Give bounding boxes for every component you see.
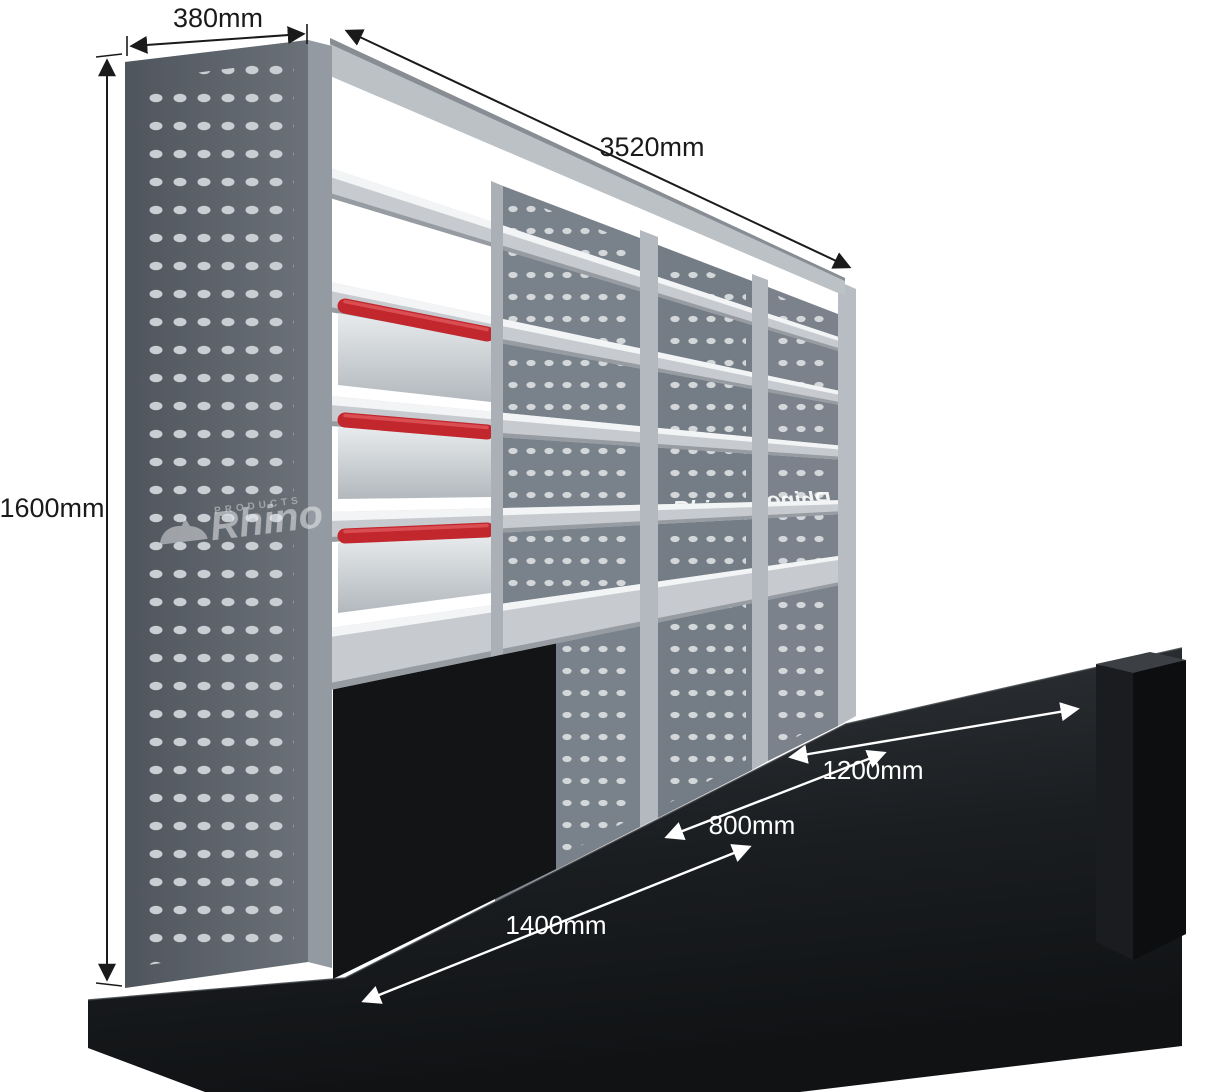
red-shelf-lip-2-highlight — [343, 413, 489, 430]
bay1-shelves — [337, 298, 495, 613]
shelf-band-bottom — [330, 555, 845, 690]
shelf-fascia-2 — [338, 427, 491, 499]
upright-post-2 — [640, 230, 658, 827]
dim-depth: 380mm — [126, 3, 308, 56]
wheel-arch-top — [1096, 652, 1186, 673]
end-panel-perforations — [141, 60, 294, 966]
dim-bay2: 800mm — [664, 749, 887, 841]
red-shelf-lip-1-highlight — [343, 299, 489, 332]
dim-bay2-label: 800mm — [709, 810, 796, 840]
red-shelf-lip-2 — [337, 412, 495, 440]
red-shelf-lip-1 — [337, 298, 495, 342]
left-end-panel: PRODUCTS Rhino — [125, 40, 332, 988]
end-panel-side-face — [308, 40, 332, 968]
red-shelf-lip-3 — [337, 522, 495, 544]
dim-depth-label: 380mm — [173, 3, 263, 33]
wheel-arch-box — [1096, 652, 1186, 960]
wheel-arch-front — [1096, 664, 1133, 960]
dim-length: 3520mm — [344, 29, 852, 269]
shelf-fascia-3 — [338, 535, 491, 613]
dim-bay1-label: 1400mm — [505, 910, 606, 940]
rhino-logo-icon — [159, 517, 208, 545]
dim-length-label: 3520mm — [599, 132, 704, 162]
dim-bay1: 1400mm — [361, 844, 752, 1004]
upright-post-3 — [752, 274, 768, 770]
red-shelf-lip-3-highlight — [343, 523, 489, 534]
upright-post-1 — [491, 181, 503, 657]
upright-post-end — [838, 281, 856, 726]
dim-height: 1600mm — [0, 53, 123, 987]
dim-height-label: 1600mm — [0, 493, 105, 523]
dim-bay3: 1200mm — [788, 702, 1080, 785]
perforated-panel-2: Rhino — [658, 245, 752, 818]
dim-bay3-label: 1200mm — [822, 755, 923, 785]
dimension-annotations: 380mm 3520mm 1600mm 1400mm 800mm 1200mm — [0, 3, 1080, 1004]
wheel-arch-side — [1133, 660, 1186, 960]
perforated-panel-3: Rhino — [767, 287, 838, 761]
shelf-fascia-1 — [338, 313, 491, 402]
upright-posts — [491, 181, 856, 827]
